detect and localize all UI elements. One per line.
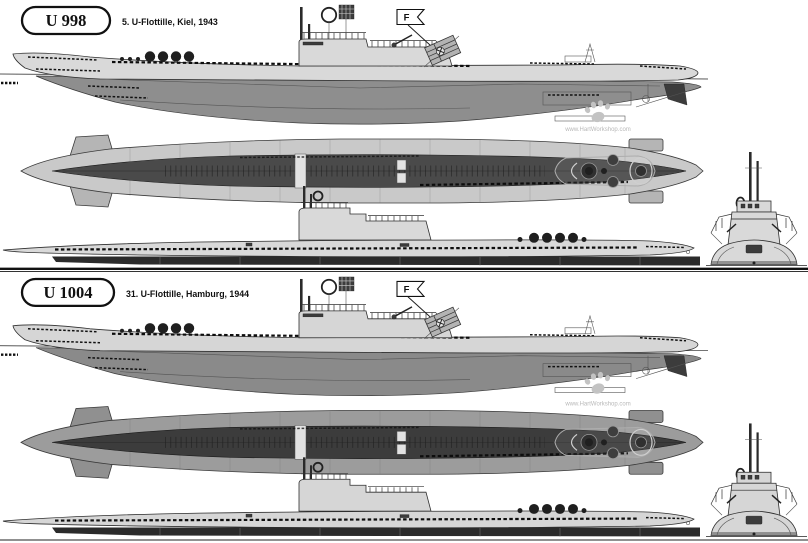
boat-label: U 998 5. U-Flottille, Kiel, 1943 (20, 5, 218, 36)
boat-id-oval (20, 5, 112, 36)
watermark-url: www.HartWorkshop.com (564, 402, 630, 408)
boat-id-oval (20, 277, 116, 308)
flotilla-caption: 31. U-Flottille, Hamburg, 1944 (126, 289, 249, 299)
submarine-views-u998 (0, 5, 807, 266)
pennant-letter: F (404, 13, 410, 24)
watermark-url: www.HartWorkshop.com (564, 127, 631, 133)
boat-label: U 1004 31. U-Flottille, Hamburg, 1944 (20, 277, 249, 308)
panel-u998: U 998 5. U-Flottille, Kiel, 1943 F www.H… (0, 0, 808, 272)
pennant-letter: F (404, 284, 410, 295)
boat-id: U 998 (46, 11, 87, 30)
boat-id: U 1004 (44, 283, 93, 302)
submarine-views-u1004 (0, 277, 807, 537)
panel-divider (0, 267, 808, 272)
panel-u1004: U 1004 31. U-Flottille, Hamburg, 1944 F … (0, 272, 808, 543)
flotilla-caption: 5. U-Flottille, Kiel, 1943 (122, 17, 218, 27)
